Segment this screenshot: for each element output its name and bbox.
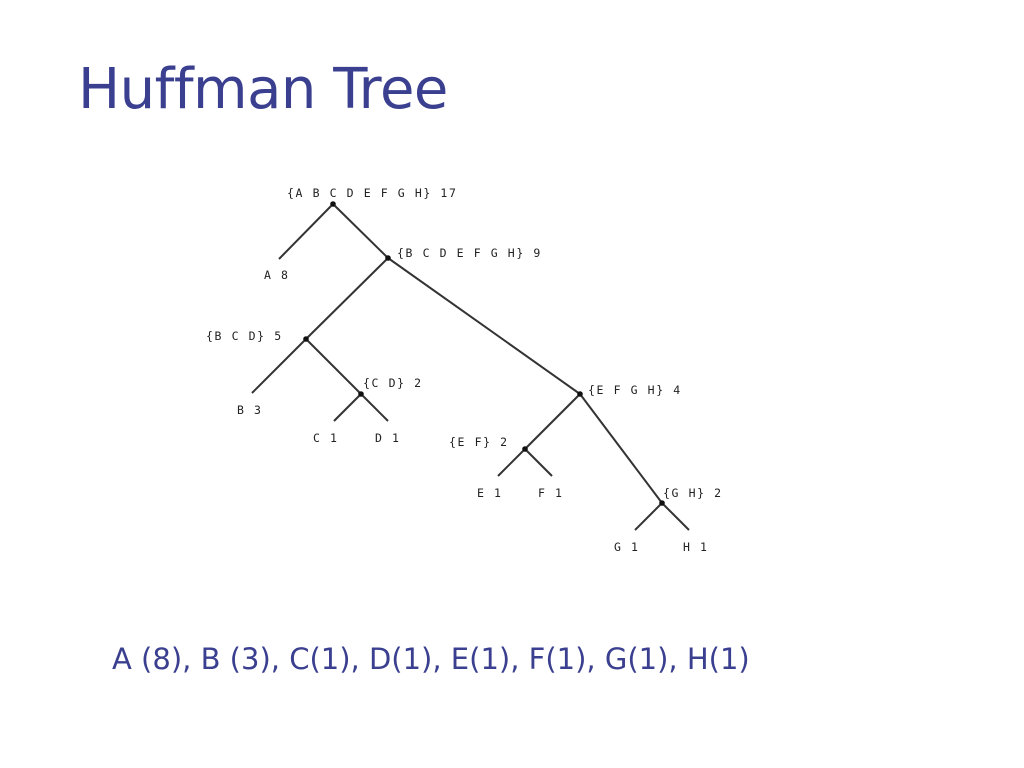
node-dot-gh: [659, 500, 665, 506]
slide-title: Huffman Tree: [78, 57, 448, 122]
leaf-label-g: G 1: [614, 540, 640, 554]
edge-root-a: [278, 203, 334, 260]
edge-cd-c: [333, 393, 362, 422]
node-dot-efgh: [577, 391, 583, 397]
node-dot-cd: [358, 391, 364, 397]
leaf-label-d: D 1: [375, 431, 401, 445]
node-label-root: {A B C D E F G H} 17: [287, 186, 457, 200]
edge-gh-h: [661, 502, 690, 531]
node-label-efgh: {E F G H} 4: [588, 383, 682, 397]
edge-bcdefgh-efgh: [387, 257, 581, 395]
frequency-list: A (8), B (3), C(1), D(1), E(1), F(1), G(…: [112, 642, 750, 676]
node-label-bcd: {B C D} 5: [206, 329, 283, 343]
edge-root-bcdefgh: [332, 203, 389, 259]
edge-ef-e: [497, 448, 526, 477]
leaf-label-a: A 8: [264, 268, 290, 282]
node-dot-bcd: [303, 336, 309, 342]
edge-efgh-gh: [579, 393, 663, 504]
edge-bcd-b: [251, 338, 307, 394]
node-label-gh: {G H} 2: [663, 486, 723, 500]
leaf-label-e: E 1: [477, 486, 503, 500]
edge-efgh-ef: [524, 393, 581, 450]
node-label-ef: {E F} 2: [449, 435, 509, 449]
edge-ef-f: [524, 448, 553, 477]
node-dot-bcdefgh: [385, 255, 391, 261]
leaf-label-b: B 3: [237, 403, 263, 417]
edge-bcd-cd: [305, 338, 362, 395]
edge-cd-d: [360, 393, 389, 422]
node-label-bcdefgh: {B C D E F G H} 9: [397, 246, 542, 260]
node-dot-ef: [522, 446, 528, 452]
node-dot-root: [330, 201, 336, 207]
leaf-label-h: H 1: [683, 540, 709, 554]
leaf-label-f: F 1: [538, 486, 564, 500]
node-label-cd: {C D} 2: [363, 376, 423, 390]
leaf-label-c: C 1: [313, 431, 339, 445]
edge-bcdefgh-bcd: [305, 257, 389, 340]
edge-gh-g: [634, 502, 663, 531]
